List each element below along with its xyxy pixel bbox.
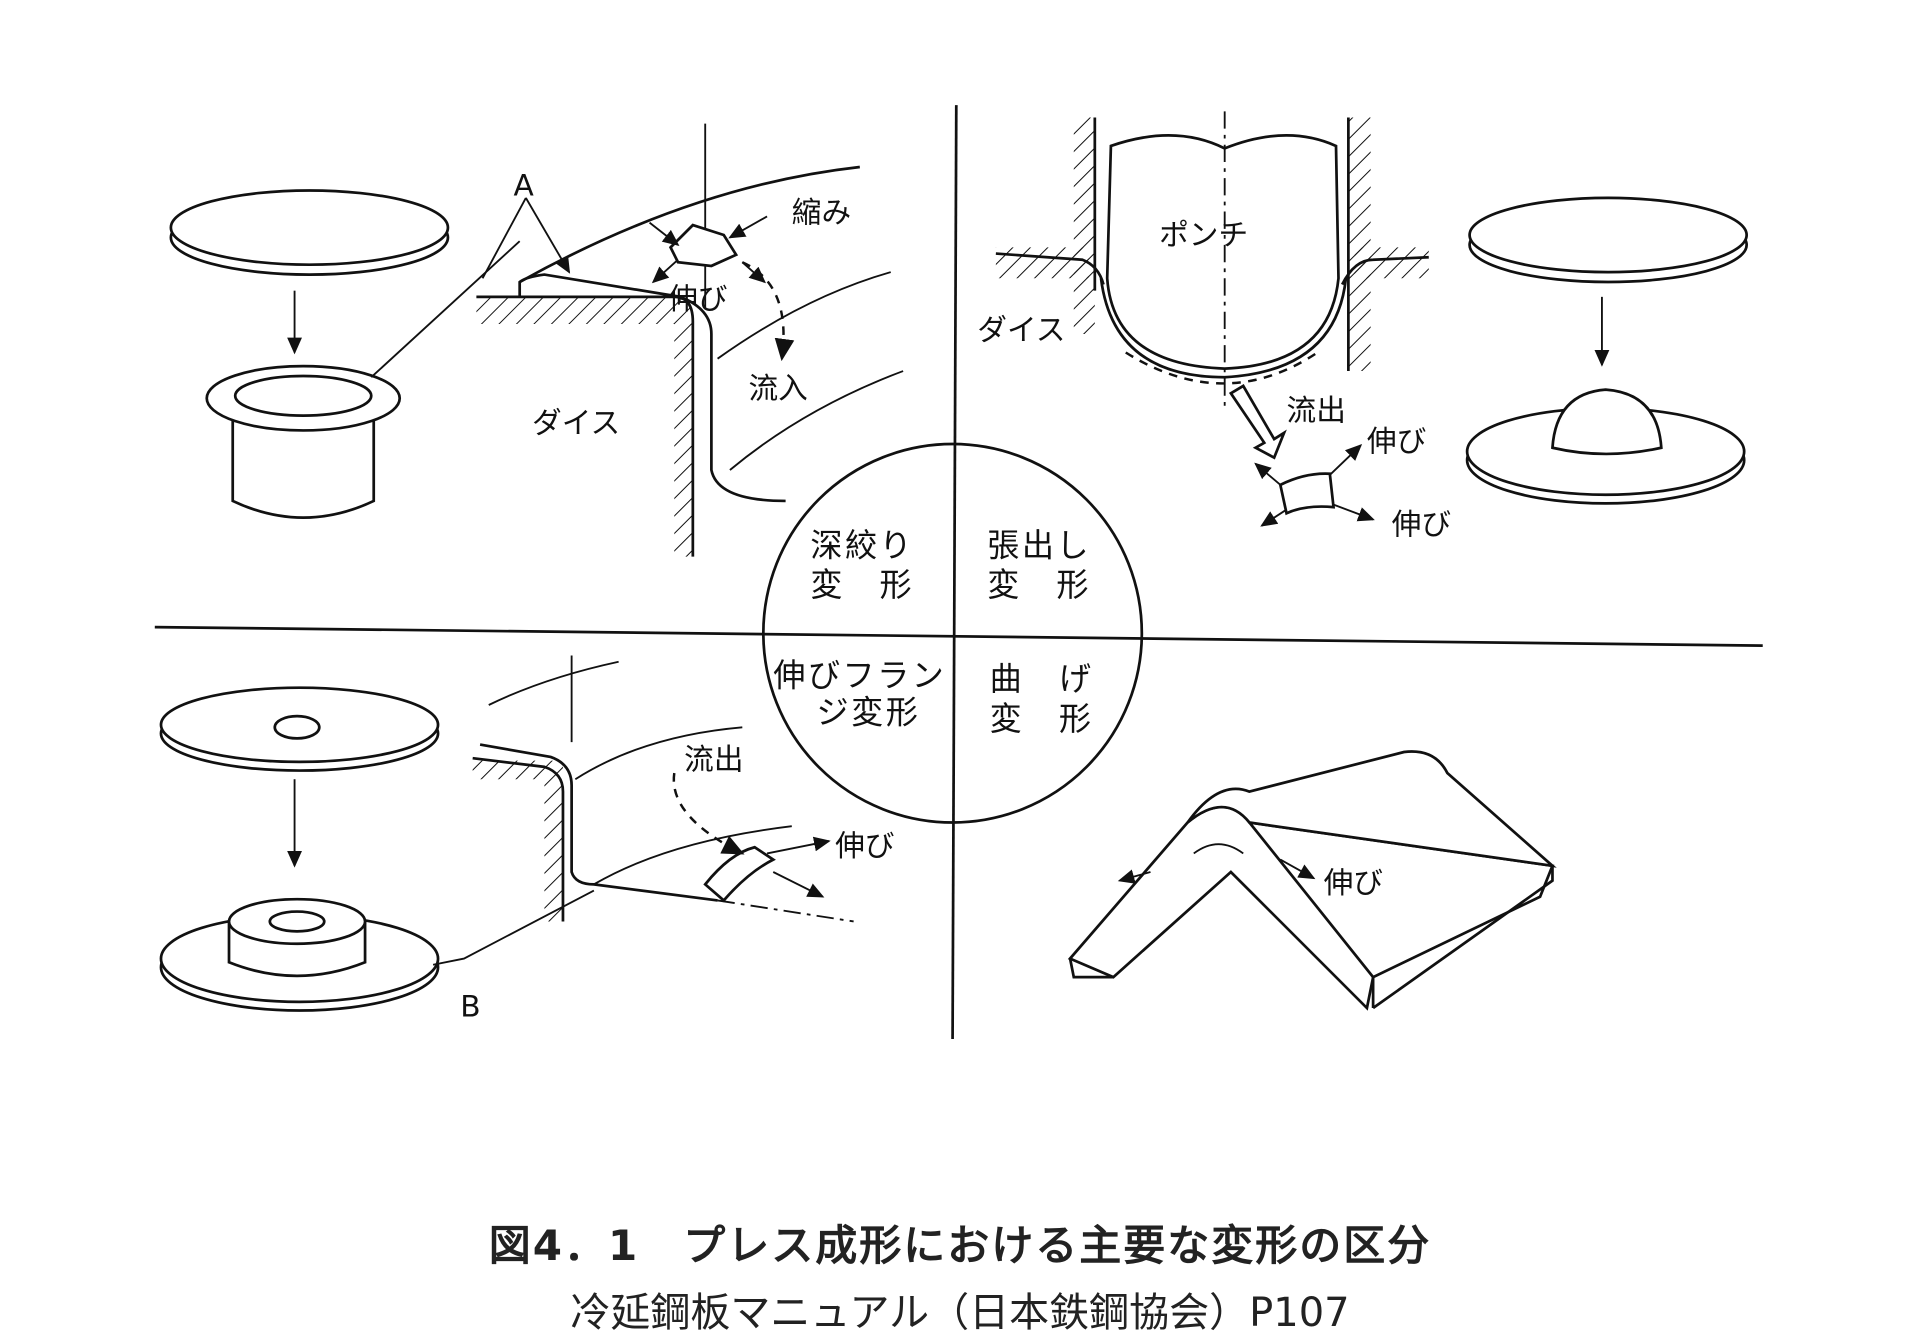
label-b: B [460,989,480,1024]
label-die: ダイス [532,405,620,440]
quadrant-stretch-flange: 伸びフラン ジ変形 [773,656,946,732]
label-elongation-5: 伸び [1324,865,1383,900]
label-inflow: 流入 [748,370,807,405]
quadrant-deep-drawing: 深絞り 変 形 [810,527,914,605]
svg-text:張出し: 張出し [987,527,1091,565]
label-a: A [513,167,534,202]
label-elongation-3: 伸び [1392,506,1451,541]
vertical-divider [951,105,958,1039]
svg-text:変 形: 変 形 [810,566,914,604]
figure-caption: 図4．1 プレス成形における主要な変形の区分 [488,1221,1432,1270]
horizontal-divider [154,625,1763,648]
svg-text:ジ変形: ジ変形 [817,694,921,732]
stretching-illustration: ポンチ ダイス 流出 伸び 伸び [977,111,1749,541]
quadrant-bending: 曲 げ 変 形 [990,660,1094,738]
label-elongation-4: 伸び [835,828,894,863]
label-punch: ポンチ [1159,217,1248,252]
svg-text:深絞り: 深絞り [810,527,914,565]
quadrant-stretching: 張出し 変 形 [987,527,1091,605]
svg-text:変 形: 変 形 [990,700,1094,738]
classification-circle [761,442,1144,824]
deep-drawing-illustration: A 縮み 伸び 流入 ダイス [169,123,904,557]
label-outflow: 流出 [1287,393,1346,428]
label-die-2: ダイス [977,312,1065,347]
figure-source: 冷延鋼板マニュアル（日本鉄鋼協会）P107 [570,1290,1350,1336]
stretch-flange-illustration: B 流出 伸び [159,655,894,1024]
label-shrink: 縮み [792,195,851,230]
label-outflow-2: 流出 [684,741,743,776]
bending-illustration: 伸び [1067,750,1557,1011]
svg-text:伸びフラン: 伸びフラン [773,656,946,694]
label-elongation: 伸び [668,281,727,316]
svg-text:変 形: 変 形 [987,566,1091,604]
svg-text:曲 げ: 曲 げ [990,660,1094,698]
label-elongation-2: 伸び [1367,423,1426,458]
